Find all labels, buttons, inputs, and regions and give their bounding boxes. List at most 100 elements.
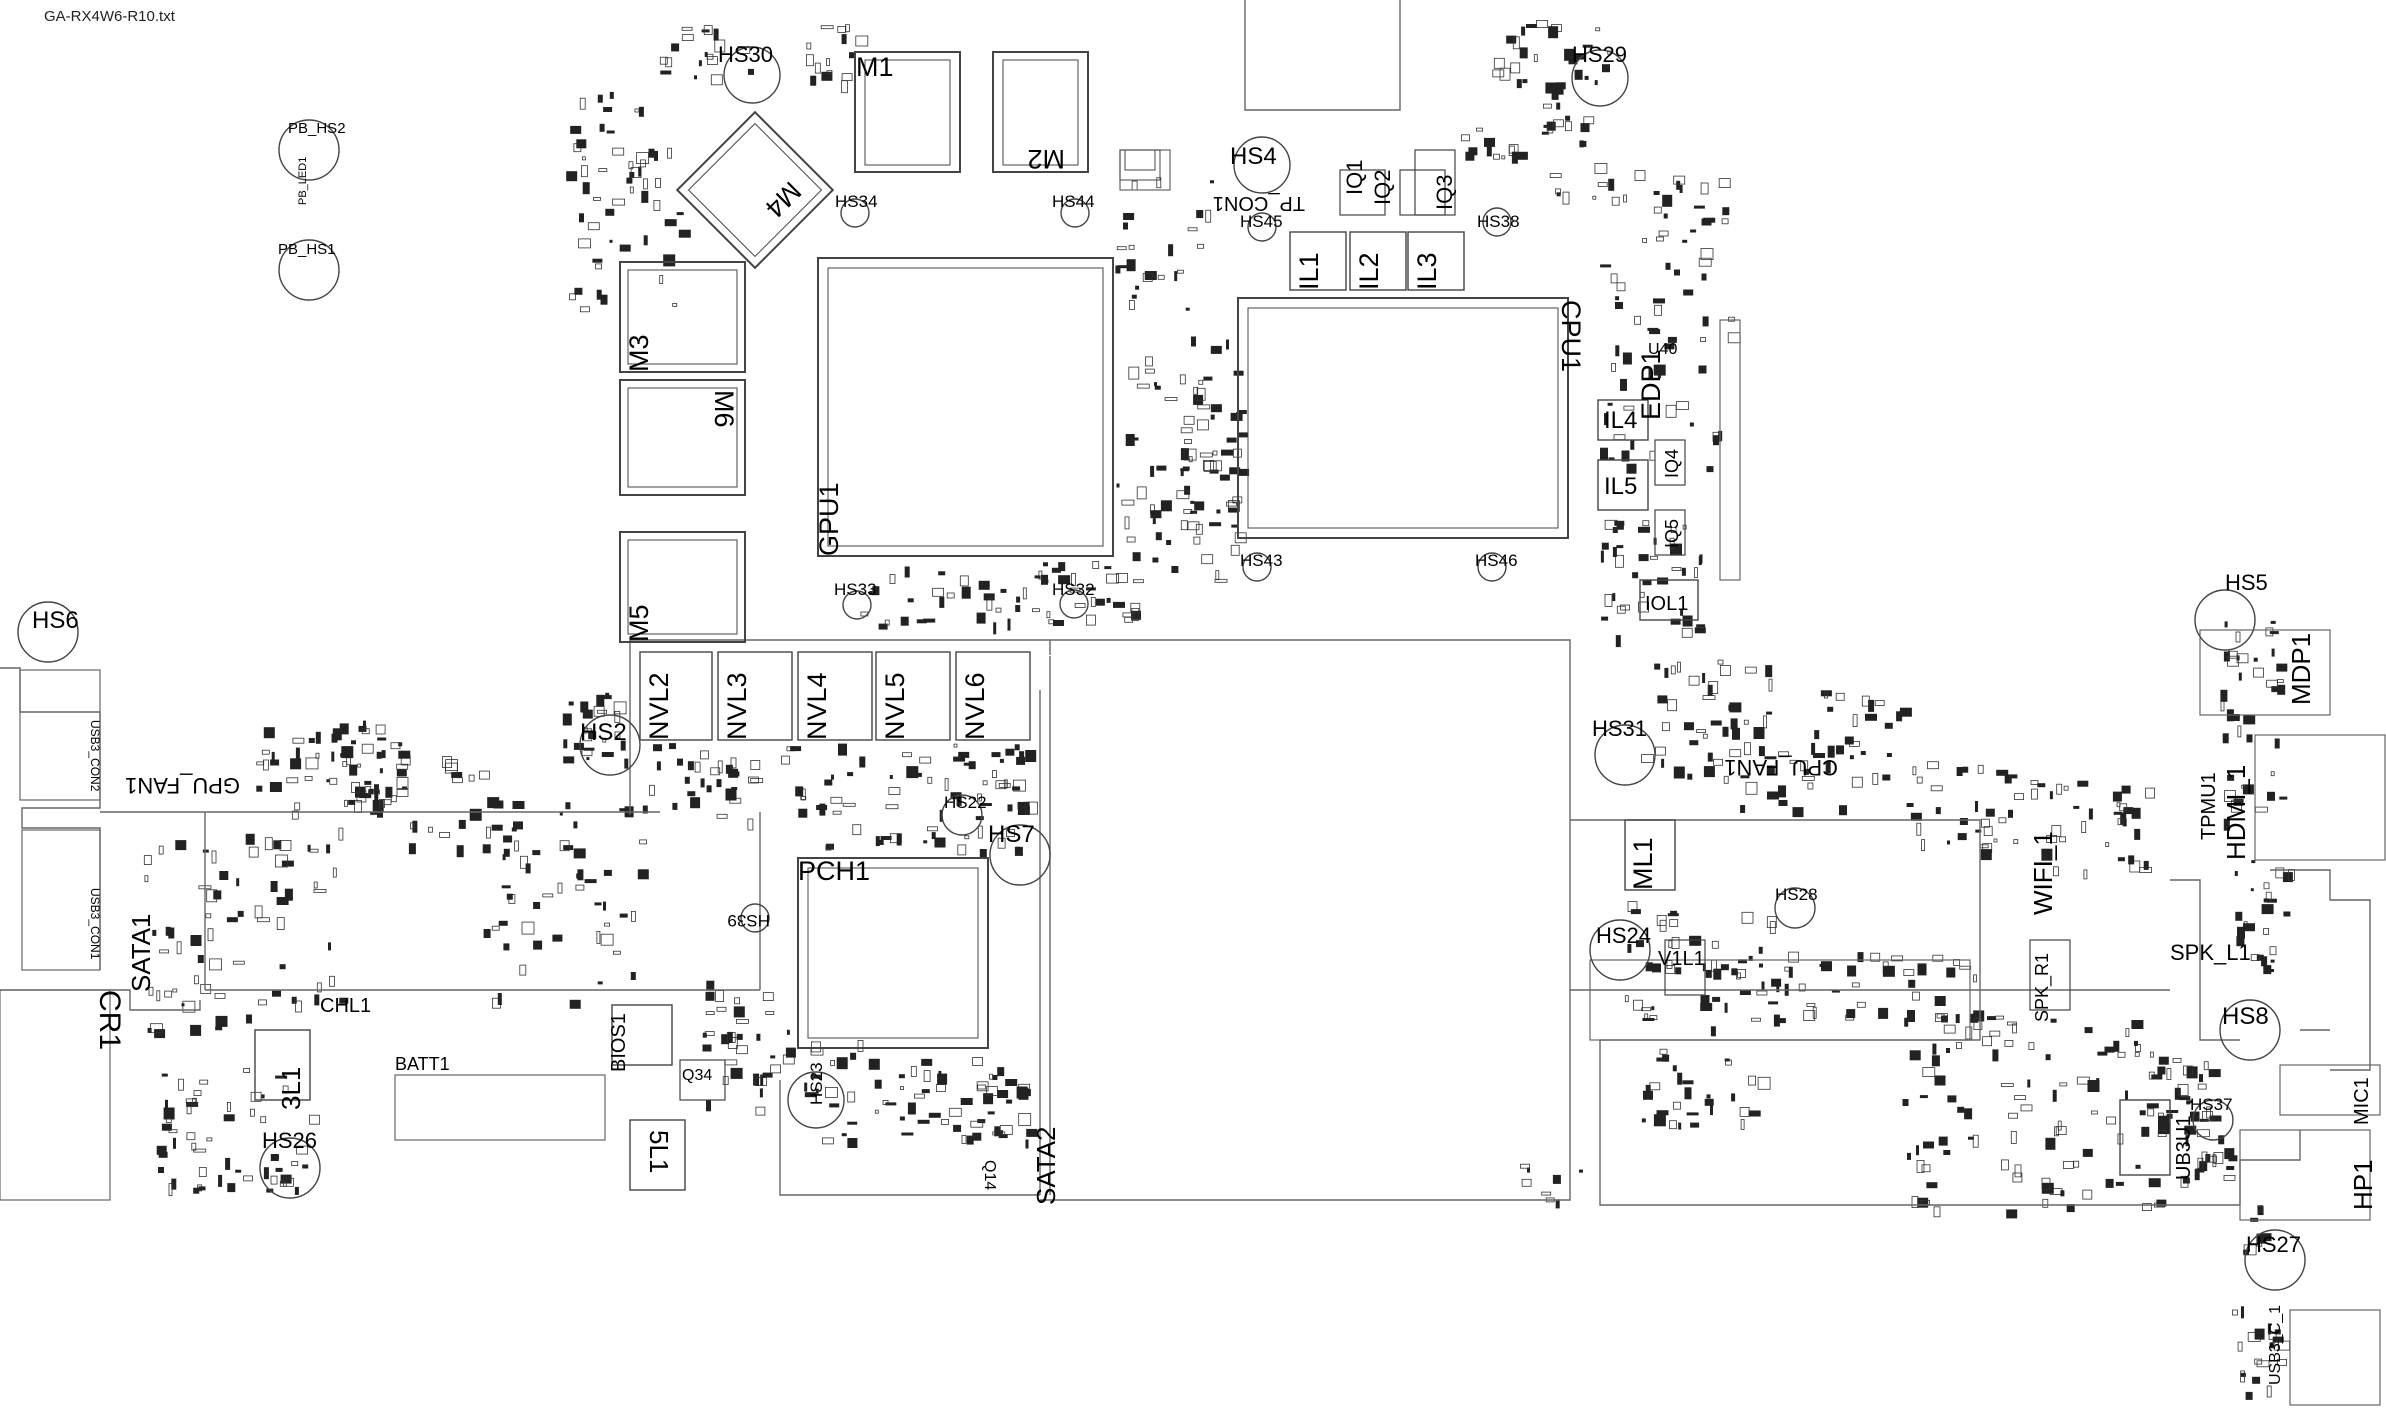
smd-pad	[1654, 663, 1661, 670]
smd-pad	[1669, 537, 1675, 550]
smd-pad	[243, 1175, 253, 1182]
smd-pad	[2028, 1042, 2035, 1050]
smd-pad	[1025, 801, 1038, 815]
smd-pad	[2223, 651, 2230, 662]
smd-pad	[483, 929, 491, 938]
label-cr1: CR1	[93, 990, 126, 1050]
smd-pad	[747, 818, 754, 831]
smd-pad	[1861, 695, 1870, 707]
smd-pad	[1993, 838, 1998, 843]
smd-pad	[1600, 447, 1608, 460]
smd-pad	[612, 147, 625, 156]
smd-pad	[227, 1183, 236, 1193]
smd-pad	[525, 863, 531, 874]
smd-pad	[1160, 500, 1172, 512]
smd-pad	[1221, 449, 1233, 456]
smd-pad	[275, 1167, 283, 1172]
smd-pad	[1152, 518, 1156, 525]
smd-pad	[1878, 1007, 1889, 1019]
smd-pad	[927, 826, 938, 832]
smd-pad	[1007, 804, 1013, 812]
smd-pad	[339, 723, 349, 735]
smd-pad	[972, 1132, 982, 1141]
smd-pad	[1737, 969, 1746, 978]
smd-pad	[836, 1057, 848, 1070]
smd-pad	[1979, 844, 1989, 849]
smd-pad	[1626, 463, 1637, 474]
smd-pad	[1203, 460, 1217, 472]
smd-pad	[964, 835, 970, 840]
smd-pad	[2046, 835, 2058, 843]
smd-pad	[847, 1091, 856, 1103]
smd-pad	[901, 1132, 914, 1136]
smd-pad	[916, 619, 927, 624]
smd-pad	[2073, 1160, 2080, 1168]
label-ml1: ML1	[1628, 837, 1658, 890]
smd-pad	[2012, 1023, 2017, 1034]
smd-pad	[2134, 828, 2141, 840]
smd-pad	[152, 929, 157, 936]
smd-pad	[841, 80, 848, 94]
smd-pad	[1131, 610, 1141, 620]
smd-pad	[888, 787, 901, 795]
smd-pad	[707, 56, 718, 65]
smd-pad	[1130, 602, 1141, 613]
smd-pad	[2263, 882, 2270, 890]
smd-pad	[1851, 776, 1863, 788]
smd-pad	[875, 836, 880, 847]
smd-pad	[1183, 448, 1197, 461]
label-pb-hs1: PB_HS1	[278, 241, 336, 258]
smd-pad	[1562, 191, 1570, 205]
smd-pad	[1669, 919, 1679, 927]
smd-pad	[716, 1006, 727, 1012]
smd-pad	[1926, 1182, 1938, 1189]
smd-pad	[2263, 898, 2269, 903]
smd-pad	[1226, 437, 1237, 443]
smd-pad	[1601, 616, 1609, 621]
smd-pad	[1860, 751, 1866, 755]
smd-pad	[532, 850, 541, 856]
smd-pad	[687, 791, 696, 797]
smd-pad	[2008, 1112, 2018, 1119]
smd-pad	[734, 997, 740, 1005]
smd-pad	[2268, 1333, 2277, 1340]
smd-pad	[1461, 134, 1470, 142]
smd-pad	[1768, 678, 1773, 692]
label-il4: IL4	[1604, 407, 1637, 434]
smd-pad	[1600, 550, 1604, 563]
smd-pad	[339, 997, 349, 1004]
smd-pad	[825, 844, 832, 851]
label-iq2: IQ2	[1370, 170, 1395, 205]
smd-pad	[385, 786, 393, 798]
smd-pad	[1907, 1010, 1915, 1022]
smd-pad	[2277, 1359, 2288, 1366]
smd-pad	[168, 927, 175, 939]
smd-pad	[1627, 943, 1632, 953]
smd-pad	[275, 1075, 288, 1079]
smd-pad	[953, 743, 958, 748]
smd-pad	[2266, 898, 2277, 903]
smd-pad	[250, 1091, 262, 1102]
smd-pad	[1636, 940, 1644, 948]
smd-pad	[2082, 1189, 2093, 1200]
smd-pad	[653, 200, 661, 211]
smd-pad	[654, 150, 658, 161]
smd-pad	[1191, 336, 1196, 347]
label-usb3-con2: USB3_CON2	[88, 720, 102, 792]
smd-pad	[1835, 692, 1845, 701]
smd-pad	[1648, 368, 1653, 380]
smd-pad	[1973, 1010, 1985, 1022]
smd-pad	[1145, 368, 1155, 374]
smd-pad	[1663, 213, 1668, 219]
smd-pad	[1095, 598, 1105, 606]
smd-pad	[1156, 177, 1162, 189]
smd-pad	[2231, 799, 2243, 813]
smd-pad	[349, 764, 358, 776]
smd-pad	[998, 783, 1011, 788]
smd-pad	[649, 784, 655, 796]
smd-pad	[1769, 921, 1776, 934]
smd-pad	[587, 222, 600, 231]
smd-pad	[1541, 131, 1549, 135]
smd-pad	[1851, 982, 1860, 988]
smd-pad	[408, 843, 416, 855]
